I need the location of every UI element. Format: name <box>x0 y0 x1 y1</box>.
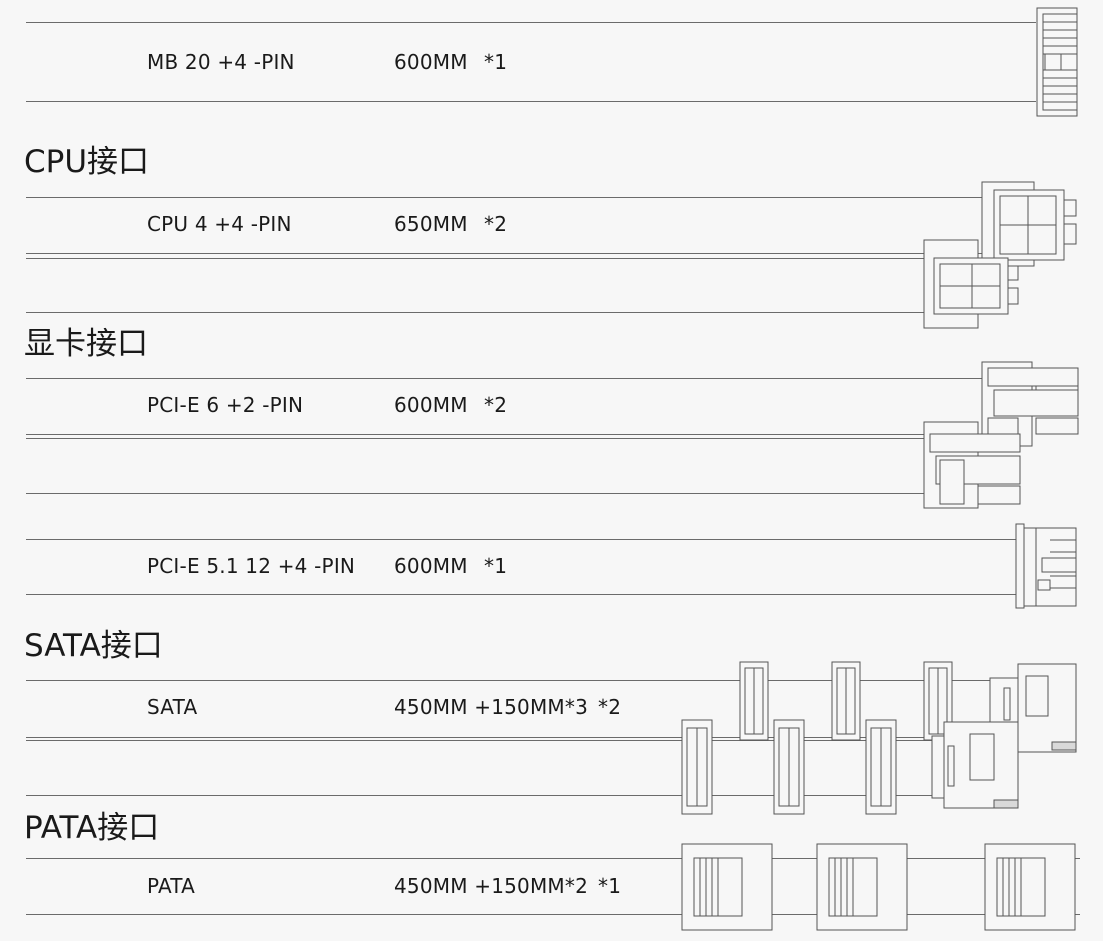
pcie51-cable-length: 600MM <box>394 554 468 578</box>
pcie-cable-qty: *2 <box>484 393 508 417</box>
cpu-cable-lower <box>26 258 926 313</box>
pcie51-cable-qty: *1 <box>484 554 508 578</box>
pata-section-heading: PATA接口 <box>24 810 160 846</box>
sata-cable-upper <box>26 680 992 738</box>
sata-connector-icon <box>680 718 714 816</box>
molex-connector-icon <box>983 842 1077 932</box>
pcie51-cable-name: PCI-E 5.1 12 +4 -PIN <box>147 554 356 578</box>
pcie-connector-lower-icon <box>922 420 1022 510</box>
12vhpwr-connector-icon <box>1014 522 1080 610</box>
mb-cable-qty: *1 <box>484 50 508 74</box>
sata-connector-icon <box>830 660 862 742</box>
cpu-cable-length: 650MM <box>394 212 468 236</box>
pcie51-cable <box>26 539 1018 595</box>
cpu-cable-qty: *2 <box>484 212 508 236</box>
atx-24pin-connector-icon <box>1033 6 1081 118</box>
pcie-cable-lower <box>26 438 926 494</box>
sata-cable-length: 450MM +150MM*3 <box>394 695 589 719</box>
pata-cable-length: 450MM +150MM*2 <box>394 874 589 898</box>
sata-connector-icon <box>772 718 806 816</box>
sata-cable-name: SATA <box>147 695 198 719</box>
gpu-section-heading: 显卡接口 <box>24 326 148 362</box>
sata-connector-icon <box>864 718 898 816</box>
sata-connector-icon <box>922 660 954 742</box>
pata-cable-name: PATA <box>147 874 196 898</box>
cpu-cable-upper <box>26 197 984 254</box>
pcie-cable-length: 600MM <box>394 393 468 417</box>
pcie-cable-name: PCI-E 6 +2 -PIN <box>147 393 304 417</box>
mb-cable <box>26 22 1036 102</box>
pata-cable-qty: *1 <box>598 874 622 898</box>
molex-connector-icon <box>680 842 774 932</box>
cpu-section-heading: CPU接口 <box>24 144 150 180</box>
sata-connector-icon <box>738 660 770 742</box>
sata-end-connector-icon <box>930 718 1020 810</box>
mb-cable-length: 600MM <box>394 50 468 74</box>
pcie-cable-upper <box>26 378 984 435</box>
eps-connector-upper-icon <box>980 180 1080 268</box>
sata-cable-qty: *2 <box>598 695 622 719</box>
sata-section-heading: SATA接口 <box>24 628 163 664</box>
eps-connector-lower-icon <box>922 238 1022 330</box>
mb-cable-name: MB 20 +4 -PIN <box>147 50 295 74</box>
molex-connector-icon <box>815 842 909 932</box>
cpu-cable-name: CPU 4 +4 -PIN <box>147 212 292 236</box>
